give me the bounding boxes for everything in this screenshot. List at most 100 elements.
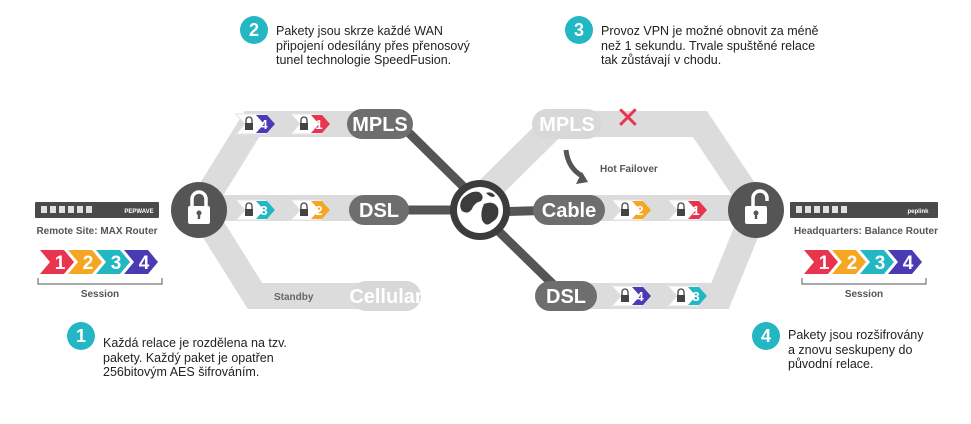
packet-left-dsl-b-lock-shackle [300, 202, 308, 209]
pill-right-dsl-shape [535, 281, 597, 311]
router-max: PEPWAVE [35, 202, 159, 218]
step-2-text: Pakety jsou skrze každé WAN připojení od… [276, 16, 470, 68]
lock-open-icon [728, 182, 784, 238]
pill-right-mpls: MPLS [532, 109, 602, 139]
packet-cable-a-lock-shackle [621, 202, 629, 209]
step-2-line-2: připojení odesílány přes přenosový [276, 38, 470, 53]
failover-arrowhead [576, 172, 588, 184]
session-hq-num-1: 1 [819, 253, 830, 274]
step-2: 2 Pakety jsou skrze každé WAN připojení … [240, 16, 470, 68]
packet-cable-a-num: 2 [636, 203, 643, 218]
pill-right-mpls-shape [532, 109, 602, 139]
globe-icon [450, 180, 510, 240]
lock-open-icon-shackle [751, 189, 769, 206]
fail-x-icon: ✕ [615, 102, 640, 135]
router-max-port-3 [68, 206, 74, 213]
pill-right-dsl: DSL [535, 281, 597, 311]
router-max-brand: PEPWAVE [124, 209, 153, 215]
session-remote-num-3: 3 [111, 253, 122, 274]
session-hq-chevron-2 [832, 250, 866, 274]
packet-left-mpls-b-num: 1 [315, 117, 322, 132]
packet-cable-b-num: 1 [692, 203, 699, 218]
packet-right-dsl-b: 3 [666, 285, 708, 307]
packet-right-dsl-a-num: 4 [636, 289, 644, 304]
step-3-line-2: než 1 sekundu. Trvale spuštěné relace [601, 38, 816, 53]
packet-right-dsl-b-lock-body [677, 295, 685, 302]
session-remote-chevron-4 [124, 250, 158, 274]
step-4-line-1: Pakety jsou rozšifrovány [788, 328, 924, 342]
packet-left-dsl-b-num: 2 [315, 203, 322, 218]
session-remote-bracket [37, 278, 163, 285]
right-track-lower [560, 203, 769, 309]
router-max-port-2 [59, 206, 65, 213]
pill-left-mpls-shape [347, 109, 413, 139]
step-2-line-3: tunel technologie SpeedFusion. [276, 53, 452, 67]
failover-label: Hot Failover [600, 164, 658, 175]
right-track-upper [460, 111, 767, 218]
packet-cable-a: 2 [610, 199, 652, 221]
headquarters-label: Headquarters: Balance Router [794, 226, 938, 237]
router-balance-port-5 [841, 206, 847, 213]
left-track-lower [188, 201, 390, 309]
packet-cable-b-color [688, 201, 707, 219]
session-remote-chevron-3 [96, 250, 130, 274]
pill-left-dsl-shape [349, 195, 409, 225]
packet-right-dsl-a-lock-body [621, 295, 629, 302]
packet-left-dsl-b: 2 [289, 199, 331, 221]
step-4-text: Pakety jsou rozšifrovány a znovu seskupe… [788, 322, 923, 372]
packet-cable-b-lock-body [677, 209, 685, 216]
step-3-badge: 3 [565, 16, 593, 44]
session-remote-chevron-2 [68, 250, 102, 274]
session-remote-num-2: 2 [83, 253, 94, 274]
packet-cable-a-color [632, 201, 651, 219]
pill-right-cable-label: Cable [542, 200, 596, 222]
packet-left-dsl-a-color [256, 201, 275, 219]
router-max-port-0 [41, 206, 47, 213]
packet-right-dsl-b-lock-shackle [677, 288, 685, 295]
packet-right-dsl-b-color [688, 287, 707, 305]
pill-left-cellular-shape [351, 281, 421, 311]
router-balance-port-1 [805, 206, 811, 213]
session-remote-label: Session [81, 289, 119, 300]
pill-right-dsl-label: DSL [546, 286, 586, 308]
packet-left-mpls-b-color [311, 115, 330, 133]
pill-right-cable-shape [533, 195, 605, 225]
packet-cable-a-lock-body [621, 209, 629, 216]
session-hq-num-4: 4 [903, 253, 914, 274]
step-3-line-3: tak zůstávají v chodu. [601, 53, 722, 67]
session-hq-chevron-3 [860, 250, 894, 274]
session-remote-chevron-1 [40, 250, 74, 274]
packet-right-dsl-a-lock-shackle [621, 288, 629, 295]
packet-cable-b: 1 [666, 199, 708, 221]
router-balance-port-4 [832, 206, 838, 213]
pill-left-cellular: Cellular [349, 281, 423, 311]
step-1: 1 Každá relace je rozdělena na tzv. pake… [67, 322, 287, 380]
pill-right-cable: Cable [533, 195, 605, 225]
lock-open-icon-keyslot [754, 213, 758, 219]
packet-left-mpls-a: 4 [234, 113, 276, 135]
packet-left-mpls-b: 1 [289, 113, 331, 135]
packet-left-mpls-a-lock-shackle [245, 116, 253, 123]
globe-land-3 [486, 192, 495, 197]
step-4: 4 Pakety jsou rozšifrovány a znovu sesku… [752, 322, 923, 372]
packet-left-dsl-a: 3 [234, 199, 276, 221]
router-max-port-5 [86, 206, 92, 213]
step-1-line-1: Každá relace je rozdělena na tzv. [103, 336, 287, 350]
packet-left-dsl-a-num: 3 [260, 203, 267, 218]
packet-left-dsl-a-lock-shackle [245, 202, 253, 209]
step-4-line-2: a znovu seskupeny do [788, 342, 913, 357]
step-3-line-1: Provoz VPN je možné obnovit za méně [601, 24, 819, 38]
router-max-port-4 [77, 206, 83, 213]
step-4-badge: 4 [752, 322, 780, 350]
packet-right-dsl-a: 4 [610, 285, 652, 307]
step-3: 3 Provoz VPN je možné obnovit za méně ne… [565, 16, 818, 68]
lock-closed-icon-shackle [190, 190, 208, 206]
step-2-badge: 2 [240, 16, 268, 44]
session-hq-bracket [801, 278, 927, 285]
pill-left-dsl: DSL [349, 195, 409, 225]
router-balance-port-0 [796, 206, 802, 213]
session-remote-num-4: 4 [139, 253, 150, 274]
